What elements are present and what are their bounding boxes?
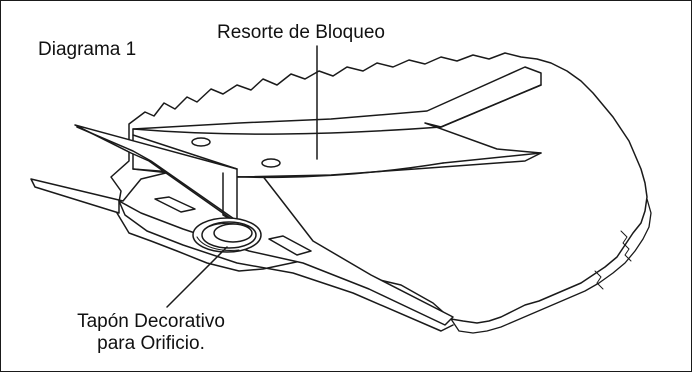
spring-hole-2: [261, 158, 281, 168]
torn-rim-detail: [594, 230, 632, 290]
diagram-title: Diagrama 1: [38, 39, 137, 60]
lever-arm: [74, 124, 238, 224]
torn-plate-edge: [450, 198, 652, 334]
spring-right-bend: [440, 84, 542, 164]
slot-right: [268, 235, 312, 256]
spring-callout-label: Resorte de Bloqueo: [217, 22, 385, 43]
cap-callout-line-2: para Orificio.: [97, 333, 205, 354]
cap-rim-shade: [196, 222, 250, 251]
base-plate-underside: [118, 200, 454, 332]
lever-arm-inner: [76, 126, 238, 222]
latching-spring: [132, 66, 542, 178]
cap-mid-ring: [201, 221, 257, 249]
slot-left: [154, 196, 196, 213]
cap-callout-line-1: Tapón Decorativo: [77, 311, 225, 332]
spring-top-edge: [132, 126, 442, 135]
cap-callout-label: Tapón Decorativo para Orificio.: [37, 311, 265, 355]
spring-hole-1: [191, 137, 211, 147]
cap-leader-line: [166, 246, 228, 308]
